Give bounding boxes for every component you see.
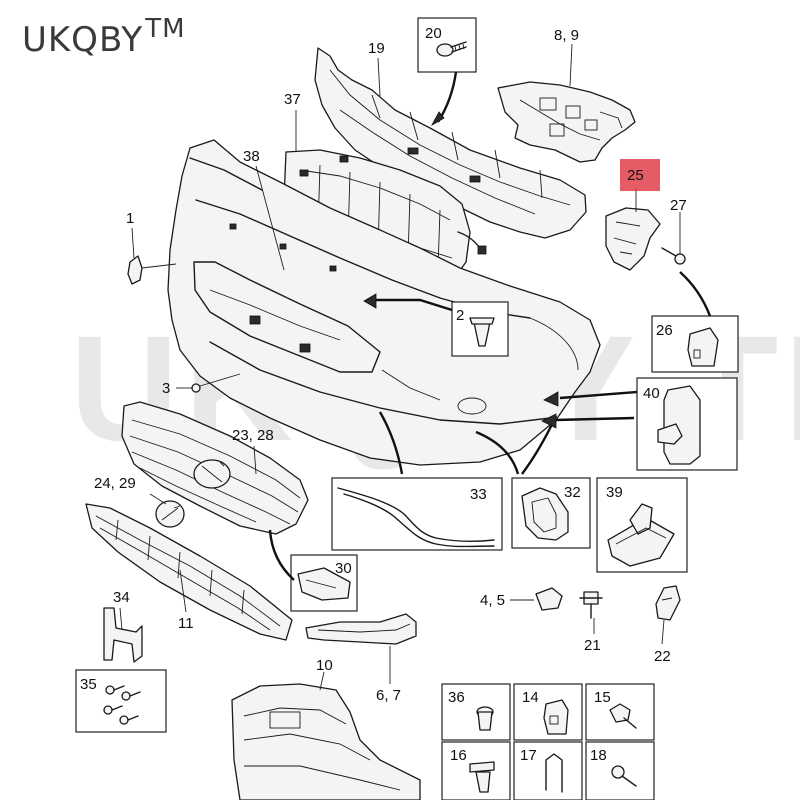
callout-36[interactable]: 36	[448, 689, 465, 706]
part-22-bracket[interactable]	[655, 585, 681, 645]
small-parts-grid	[441, 683, 655, 800]
part-27-bolt[interactable]	[661, 212, 686, 265]
part-1-cap[interactable]	[127, 227, 177, 285]
callout-20[interactable]: 20	[425, 25, 442, 42]
part-6-7-strip[interactable]	[305, 613, 417, 684]
callout-8-9[interactable]: 8, 9	[554, 27, 579, 44]
part-26-clip[interactable]	[651, 271, 739, 373]
part-23-28-grille[interactable]	[121, 401, 309, 535]
callout-1[interactable]: 1	[126, 210, 134, 227]
callout-17[interactable]: 17	[520, 747, 537, 764]
part-10-undertray[interactable]	[231, 671, 421, 800]
callout-3[interactable]: 3	[162, 380, 170, 397]
part-2-clip[interactable]	[363, 293, 509, 357]
callout-16[interactable]: 16	[450, 747, 467, 764]
arrowhead-39	[541, 413, 557, 429]
arrow-to-32b	[475, 430, 520, 475]
callout-21[interactable]: 21	[584, 637, 601, 654]
callout-34[interactable]: 34	[113, 589, 130, 606]
callout-27[interactable]: 27	[670, 197, 687, 214]
callout-32[interactable]: 32	[564, 484, 581, 501]
part-25-side-bracket[interactable]	[605, 188, 661, 271]
callout-labels: 1 2 3 4, 5 6, 7 8, 9 10 11 14 15 16 17 1…	[80, 25, 687, 764]
part-21-clip[interactable]	[579, 591, 603, 634]
callout-2[interactable]: 2	[456, 307, 464, 324]
callout-6-7[interactable]: 6, 7	[376, 687, 401, 704]
leader-19	[377, 57, 381, 97]
callout-18[interactable]: 18	[590, 747, 607, 764]
arrow-from-39	[555, 416, 635, 422]
highlight-part-25	[620, 159, 660, 191]
part-4-5-cap[interactable]	[510, 587, 563, 611]
callout-39[interactable]: 39	[606, 484, 623, 501]
part-20-screw[interactable]	[417, 17, 477, 127]
callout-10[interactable]: 10	[316, 657, 333, 674]
callout-35[interactable]: 35	[80, 676, 97, 693]
callout-37[interactable]: 37	[284, 91, 301, 108]
part-30-bracket[interactable]	[268, 529, 358, 612]
part-39-bracket[interactable]	[596, 477, 688, 573]
brand-name: UKQBY	[22, 20, 144, 60]
callout-40[interactable]: 40	[643, 385, 660, 402]
callout-30[interactable]: 30	[335, 560, 352, 577]
part-24-29-emblem[interactable]	[149, 493, 185, 528]
part-33-trim[interactable]	[331, 477, 503, 551]
part-17-box[interactable]	[513, 741, 583, 800]
callout-33[interactable]: 33	[470, 486, 487, 503]
leader-8-9	[569, 43, 573, 87]
part-34-bracket[interactable]	[103, 607, 143, 663]
brand-tm: TM	[145, 14, 186, 44]
callout-4-5[interactable]: 4, 5	[480, 592, 505, 609]
leader-38	[255, 165, 285, 271]
brand-logo: UKQBYTM	[22, 14, 186, 60]
callout-14[interactable]: 14	[522, 689, 539, 706]
callout-38[interactable]: 38	[243, 148, 260, 165]
part-33-box	[331, 477, 503, 551]
part-36-box[interactable]	[441, 683, 511, 741]
callout-19[interactable]: 19	[368, 40, 385, 57]
part-32-bezel[interactable]	[511, 477, 591, 549]
callout-25[interactable]: 25	[627, 167, 644, 184]
callout-24-29[interactable]: 24, 29	[94, 475, 136, 492]
part-35-screws[interactable]	[75, 669, 167, 733]
callout-23-28[interactable]: 23, 28	[232, 427, 274, 444]
callout-26[interactable]: 26	[656, 322, 673, 339]
part-11-lower-grille[interactable]	[85, 503, 293, 641]
part-19-crossmember[interactable]	[314, 47, 587, 239]
callout-22[interactable]: 22	[654, 648, 671, 665]
part-8-9-bracket[interactable]	[497, 81, 636, 163]
callout-15[interactable]: 15	[594, 689, 611, 706]
part-3-bolt[interactable]	[176, 373, 241, 393]
part-40-cover[interactable]	[543, 377, 738, 471]
part-20-box	[417, 17, 477, 73]
arrow-to-33	[378, 411, 404, 475]
callout-11[interactable]: 11	[178, 615, 194, 632]
